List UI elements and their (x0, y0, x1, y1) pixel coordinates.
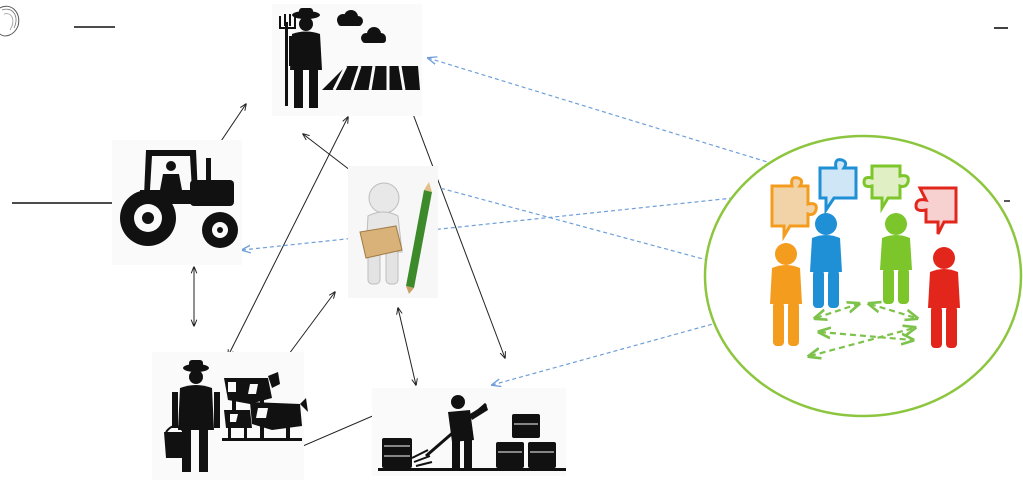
puzzle-bubble-red (914, 186, 958, 235)
person-red (928, 247, 960, 348)
link-farmer-livestock (228, 117, 348, 356)
link-researcher-livestock (283, 292, 335, 362)
inner-link-4 (870, 304, 916, 318)
link-group-hay (492, 280, 872, 385)
stakeholder-group (703, 134, 1023, 418)
link-researcher-hay (398, 308, 416, 385)
farmer-field-icon (272, 4, 422, 116)
puzzle-bubble-green (862, 164, 910, 214)
researcher-icon (348, 166, 438, 298)
page-edge-decorations (0, 5, 1010, 204)
person-orange (770, 243, 802, 346)
link-group-farmer (428, 58, 800, 172)
person-green (880, 213, 912, 304)
livestock-farmer-icon (152, 352, 308, 480)
puzzle-bubble-blue (818, 158, 858, 215)
puzzle-bubble-orange (770, 176, 818, 242)
link-group-tractor (242, 196, 752, 250)
hay-worker-icon (372, 388, 566, 476)
tractor-icon (112, 140, 242, 265)
inner-link-3 (810, 328, 914, 356)
inner-link-1 (816, 304, 858, 318)
dashed-links (242, 58, 922, 385)
person-blue (810, 213, 842, 308)
